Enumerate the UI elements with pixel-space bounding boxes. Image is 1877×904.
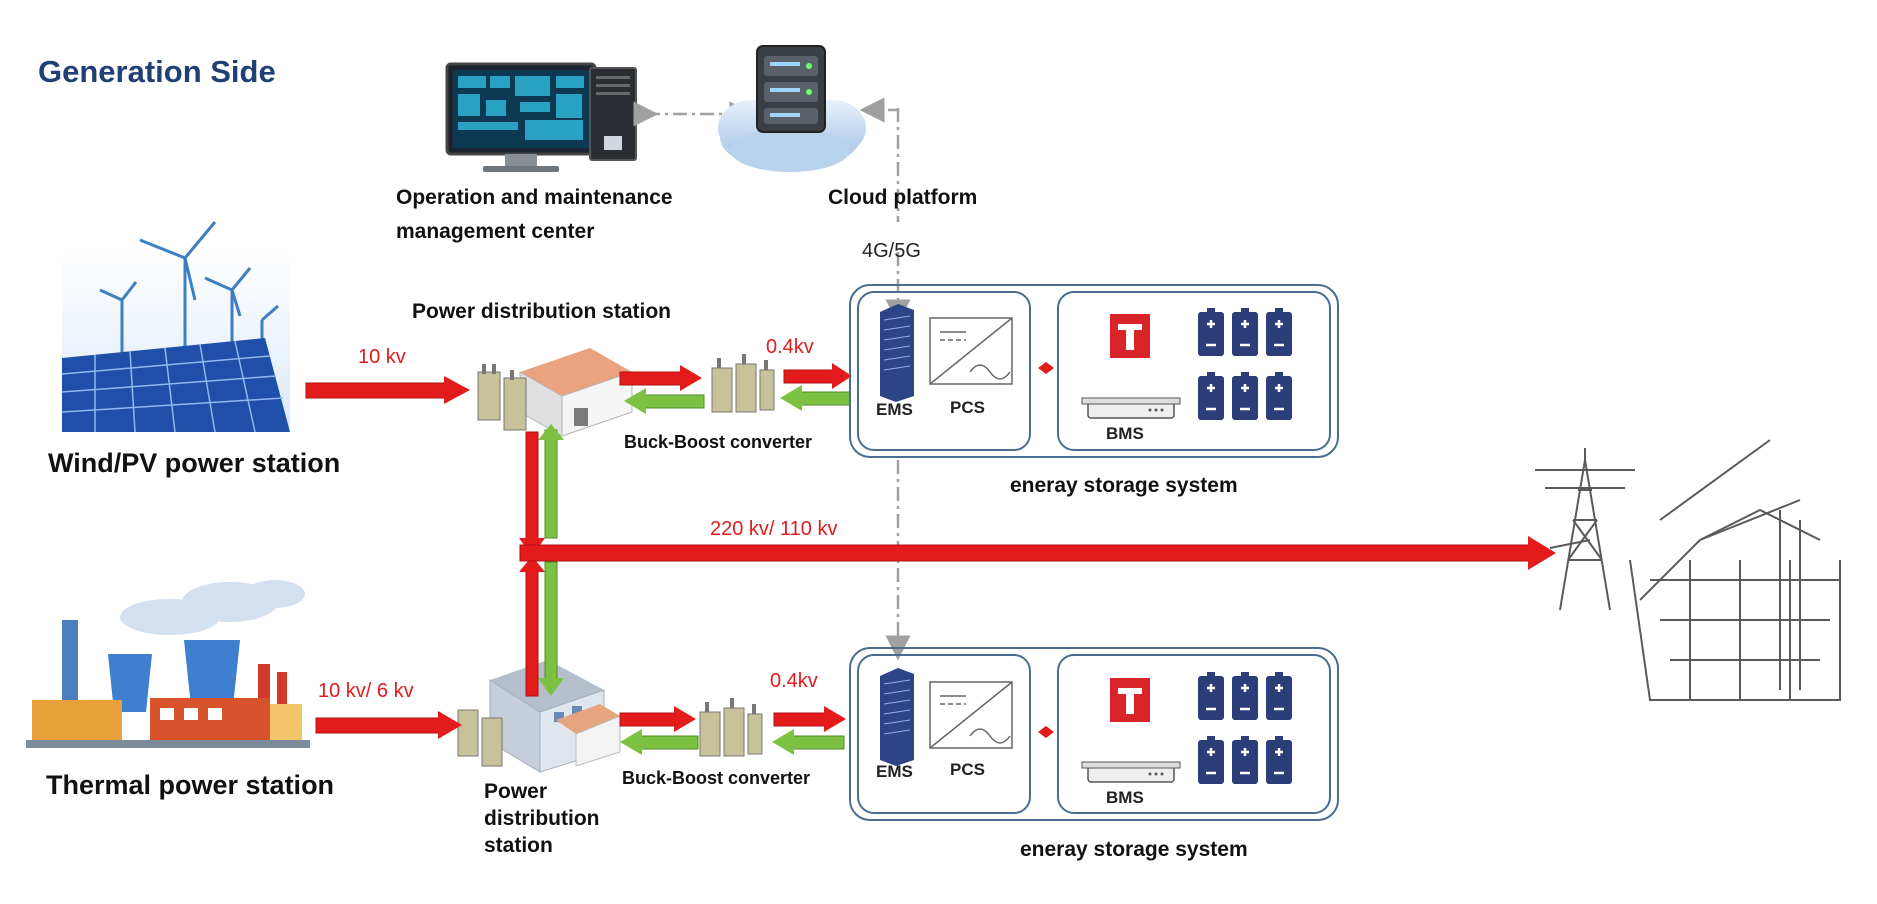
converter-top-label: Buck-Boost converter xyxy=(624,432,813,452)
arrow-top-dist-to-converter xyxy=(619,365,702,391)
arrow-grid-main xyxy=(519,536,1556,570)
ems-bottom-label: EMS xyxy=(876,762,913,781)
battery-cell-icon xyxy=(1232,736,1258,784)
ops-center-label-line2: management center xyxy=(396,220,595,243)
converter-top-icon xyxy=(711,354,775,413)
battery-cell-icon xyxy=(1266,672,1292,720)
vertical-bus-bottom xyxy=(519,556,564,697)
converter-bottom-label: Buck-Boost converter xyxy=(622,768,811,788)
battery-pack-top-icon xyxy=(1198,308,1292,420)
thermal-label: Thermal power station xyxy=(46,770,335,800)
thermal-plant-icon xyxy=(26,580,310,748)
ess-bottom-label: eneray storage system xyxy=(1020,838,1248,861)
voltage-wind-label: 10 kv xyxy=(358,346,406,368)
arrow-top-ess-to-converter xyxy=(780,385,851,411)
ems-top-label: EMS xyxy=(876,400,913,419)
pcs-top-icon xyxy=(929,317,1013,385)
arrow-top-converter-to-dist xyxy=(624,388,705,414)
battery-cell-icon xyxy=(1232,372,1258,420)
fire-suppression-bottom-icon xyxy=(1110,678,1150,722)
network-label: 4G/5G xyxy=(862,240,921,262)
cloud-platform-label: Cloud platform xyxy=(828,186,978,209)
cloud-platform-icon xyxy=(718,45,866,172)
ems-top-icon xyxy=(880,304,914,402)
arrow-bottom-dist-to-converter xyxy=(619,706,696,732)
battery-cell-icon xyxy=(1266,736,1292,784)
arrow-bottom-converter-to-dist xyxy=(620,729,699,755)
ess-top-label: eneray storage system xyxy=(1010,474,1238,497)
voltage-ess-bottom-label: 0.4kv xyxy=(770,670,818,692)
battery-cell-icon xyxy=(1198,736,1224,784)
ops-center-icon xyxy=(445,62,637,172)
distribution-station-top-icon xyxy=(477,348,633,437)
voltage-grid-label: 220 kv/ 110 kv xyxy=(710,518,838,540)
arrow-bottom-converter-to-ess xyxy=(773,706,846,732)
page-title: Generation Side xyxy=(38,54,276,89)
bms-bottom-icon xyxy=(1081,761,1181,783)
pds-bottom-label-line3: station xyxy=(484,834,553,857)
vertical-bus-top xyxy=(519,424,564,556)
arrow-thermal-to-distribution xyxy=(315,711,462,739)
bms-bottom-label: BMS xyxy=(1106,788,1144,807)
wind-pv-icon xyxy=(61,221,290,433)
battery-cell-icon xyxy=(1198,372,1224,420)
battery-cell-icon xyxy=(1266,308,1292,356)
wind-pv-label: Wind/PV power station xyxy=(48,448,341,478)
grid-substation-icon xyxy=(1535,439,1841,701)
distribution-station-bottom-icon xyxy=(457,660,621,773)
battery-cell-icon xyxy=(1232,308,1258,356)
arrow-wind-to-distribution xyxy=(305,376,470,404)
ess-bottom xyxy=(849,647,1339,821)
ems-bottom-icon xyxy=(880,668,914,766)
pds-top-label: Power distribution station xyxy=(412,300,672,323)
battery-cell-icon xyxy=(1266,372,1292,420)
bms-top-label: BMS xyxy=(1106,424,1144,443)
pds-bottom-label-line2: distribution xyxy=(484,807,600,830)
pcs-top-label: PCS xyxy=(950,398,985,417)
arrow-bottom-ess-to-converter xyxy=(772,729,845,755)
voltage-ess-top-label: 0.4kv xyxy=(766,336,814,358)
fire-suppression-top-icon xyxy=(1110,314,1150,358)
converter-bottom-icon xyxy=(699,698,763,757)
ops-center-label-line1: Operation and maintenance xyxy=(396,186,673,209)
ess-top xyxy=(849,284,1339,458)
pds-bottom-label-line1: Power xyxy=(484,780,548,803)
battery-cell-icon xyxy=(1232,672,1258,720)
voltage-thermal-label: 10 kv/ 6 kv xyxy=(318,680,414,702)
battery-cell-icon xyxy=(1198,308,1224,356)
pcs-bottom-icon xyxy=(929,681,1013,749)
battery-cell-icon xyxy=(1198,672,1224,720)
battery-pack-bottom-icon xyxy=(1198,672,1292,784)
arrow-top-converter-to-ess xyxy=(783,363,852,389)
bms-top-icon xyxy=(1081,397,1181,419)
pcs-bottom-label: PCS xyxy=(950,760,985,779)
